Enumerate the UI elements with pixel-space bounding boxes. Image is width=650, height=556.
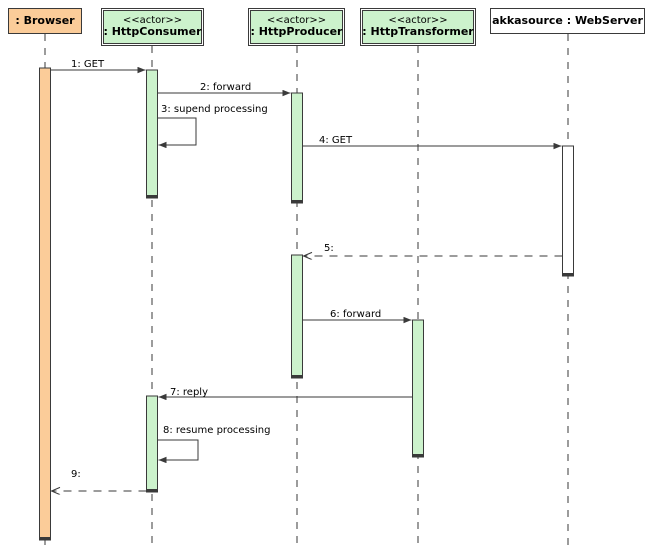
stereotype-label-httpproducer: <<actor>> (266, 15, 327, 27)
activation-bar-httpproducer-2 (291, 254, 303, 379)
message-label-4: 4: GET (319, 135, 353, 146)
message-label-6: 6: forward (330, 309, 382, 320)
message-label-7: 7: reply (170, 387, 208, 398)
activation-bar-httpconsumer-1 (146, 69, 158, 199)
activation-foot-httpconsumer-1 (146, 195, 158, 198)
activation-foot-httpproducer-2 (291, 375, 303, 378)
message-label-8: 8: resume processing (163, 425, 271, 436)
activation-bar-browser-1 (39, 67, 51, 541)
stereotype-label-httptransformer: <<actor>> (388, 15, 448, 27)
message-label-5: 5: (324, 243, 334, 254)
lifeline-name-httpproducer: : HttpProducer (250, 25, 343, 39)
stereotype-label-httpconsumer: <<actor>> (122, 15, 183, 27)
lifeline-header-httptransformer[interactable]: <<actor>>: HttpTransformer (360, 8, 476, 46)
message-arrow-layer (50, 66, 563, 491)
activation-bar-httpproducer-1 (291, 92, 303, 204)
message-arrow-8 (157, 439, 199, 464)
lifeline-header-browser[interactable]: : Browser (8, 8, 82, 34)
activation-foot-webserver-1 (562, 273, 574, 276)
lifeline-header-httpproducer[interactable]: <<actor>>: HttpProducer (248, 8, 345, 46)
lifeline-header-httpconsumer[interactable]: <<actor>>: HttpConsumer (101, 8, 204, 46)
lifeline-name-httpconsumer: : HttpConsumer (103, 25, 202, 39)
activation-foot-httptransformer-1 (412, 454, 424, 457)
activation-foot-httpproducer-1 (291, 200, 303, 203)
activation-foot-browser-1 (39, 537, 51, 540)
lifeline-name-browser: : Browser (15, 13, 75, 27)
message-label-9: 9: (71, 469, 81, 480)
lifeline-name-webserver: akkasource : WebServer (492, 13, 643, 27)
activation-foot-httpconsumer-2 (146, 489, 158, 492)
activation-bar-httpconsumer-2 (146, 395, 158, 493)
message-label-2: 2: forward (200, 82, 252, 93)
activation-bar-layer (39, 67, 574, 541)
lifeline-layer (44, 34, 569, 548)
lifeline-name-httptransformer: : HttpTransformer (362, 25, 474, 39)
message-label-1: 1: GET (71, 59, 105, 70)
message-label-3: 3: supend processing (161, 104, 268, 115)
lifeline-header-webserver[interactable]: akkasource : WebServer (490, 8, 645, 34)
activation-bar-httptransformer-1 (412, 319, 424, 458)
activation-bar-webserver-1 (562, 145, 574, 277)
message-arrow-3 (157, 117, 197, 149)
